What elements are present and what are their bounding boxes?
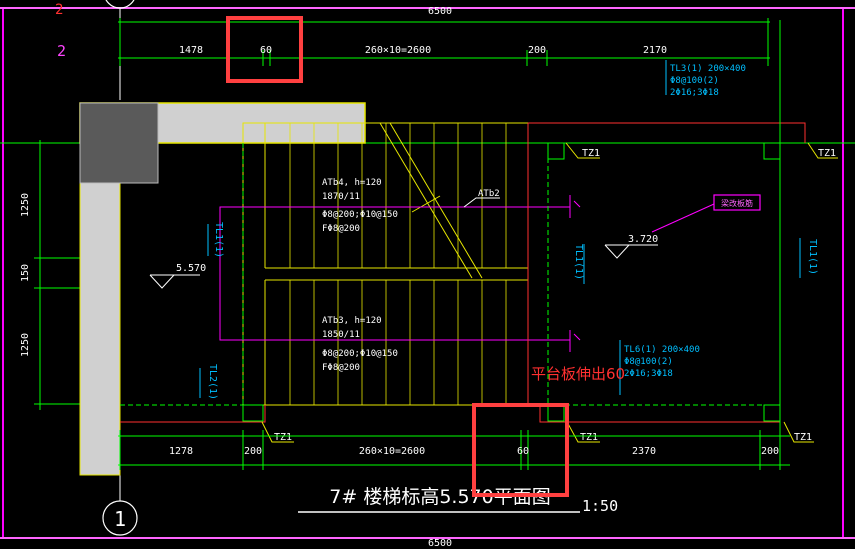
top-dim-1: 1478 [179,45,203,56]
atb4-line-2: 1870/11 [322,192,360,202]
grid-bubble-top [105,0,135,9]
bottom-dim-5: 2370 [632,446,656,457]
left-dimension-chain [34,140,80,410]
left-dim-2: 150 [20,264,31,282]
tl2-label: TL2(1) [207,364,218,400]
annotation-red-text: 平台板伸出60 [531,365,625,383]
bottom-dim-2: 200 [244,446,262,457]
tl6-line-3: 2Φ16;3Φ18 [624,369,673,379]
atb2-label: ATb2 [478,189,500,199]
atb2-leader [463,197,500,208]
tl3-line-3: 2Φ16;3Φ18 [670,88,719,98]
elevation-right: 3.720 [628,234,658,245]
top-dim-2: 60 [260,45,272,56]
drawing-scale: 1:50 [582,497,618,515]
tz1-label-2: TZ1 [818,148,836,159]
elevation-marker-left [149,274,200,289]
stair-break-line [379,122,483,279]
section-line [219,195,581,352]
top-overall-dim: 6500 [428,6,452,17]
atb3-line-2: 1850/11 [322,330,360,340]
bottom-dim-6: 200 [761,446,779,457]
elevation-left: 5.570 [176,263,206,274]
grid-label-1: 1 [114,507,126,531]
tl6-line-2: Φ8@100(2) [624,357,673,367]
bottom-dim-1: 1278 [169,446,193,457]
tz1-leaders [261,142,838,443]
top-dim-4: 200 [528,45,546,56]
top-dim-3: 260×10=2600 [365,45,431,56]
bottom-overall-dim: 6500 [428,538,452,549]
bottom-dim-3: 260×10=2600 [359,446,425,457]
top-dimension-chain [118,18,770,66]
atb4-line-4: FΦ8@200 [322,224,360,234]
grid-label-top-partial: 2 [55,2,63,18]
tz1-label-5: TZ1 [274,432,292,443]
tz1-label-4: TZ1 [794,432,812,443]
atb3-line-1: ATb3, h=120 [322,316,382,326]
left-dim-3: 1250 [20,333,31,357]
platform-beams-dashed [120,142,781,406]
grid-label-2: 2 [57,42,66,60]
top-dim-5: 2170 [643,45,667,56]
stair-treads-upper [289,123,507,268]
tl3-line-2: Φ8@100(2) [670,76,719,86]
tl1-label-left: TL1(1) [213,222,224,258]
highlight-box-bottom [472,403,569,497]
tl6-line-1: TL6(1) 200×400 [624,345,700,355]
magenta-tag-label: 梁改板筋 [721,198,753,208]
platform-outline [120,122,806,423]
magenta-tag-leader [651,203,715,233]
elevation-marker-right [604,244,658,259]
atb3-line-3: Φ8@200;Φ10@150 [322,349,398,359]
bottom-dimension-chain [118,430,790,470]
stair-outline [242,122,529,406]
tl3-line-1: TL3(1) 200×400 [670,64,746,74]
corner-column [79,102,159,184]
highlight-box-top [226,16,303,83]
tz1-label-3: TZ1 [580,432,598,443]
tl1-label-mid: TL1(1) [573,244,584,280]
left-dim-1: 1250 [20,193,31,217]
atb4-line-1: ATb4, h=120 [322,178,382,188]
magenta-tag-box [713,194,761,211]
bottom-dim-4: 60 [517,446,529,457]
atb4-line-3: Φ8@200;Φ10@150 [322,210,398,220]
tz1-markers [242,142,781,422]
tl1-label-right: TL1(1) [807,239,818,275]
tz1-label-1: TZ1 [582,148,600,159]
drawing-title: 7# 楼梯标高5.570平面图 [329,486,550,508]
atb3-line-4: FΦ8@200 [322,363,360,373]
stair-treads-lower [289,280,507,405]
